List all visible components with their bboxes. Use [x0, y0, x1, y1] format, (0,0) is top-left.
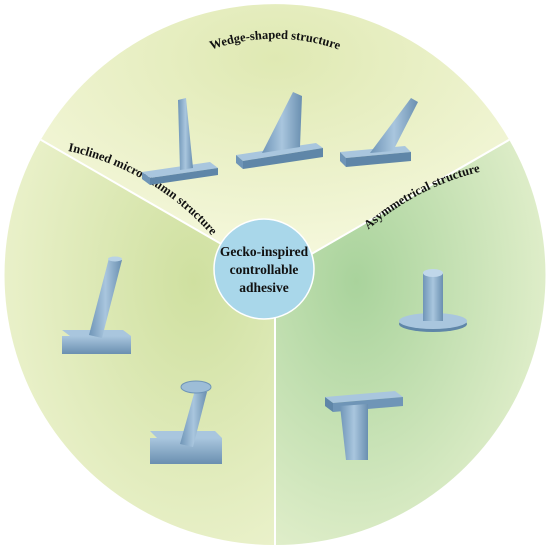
asymmetrical-structure-mushroom [399, 269, 467, 332]
sector-asymmetrical [275, 139, 546, 546]
wedge-structure-3 [340, 98, 418, 167]
wedge-structure-2 [236, 92, 323, 169]
wedge-structure-1 [142, 98, 218, 185]
center-label-line-3: adhesive [239, 280, 289, 295]
center-label-line-1: Gecko-inspired [220, 244, 309, 259]
inclined-column-2 [150, 380, 222, 464]
divider-right [274, 138, 510, 276]
center-label-line-2: controllable [230, 262, 299, 277]
asymmetrical-structure-t-shape [325, 391, 403, 460]
inclined-column-1 [62, 256, 131, 354]
center-circle [213, 218, 315, 320]
